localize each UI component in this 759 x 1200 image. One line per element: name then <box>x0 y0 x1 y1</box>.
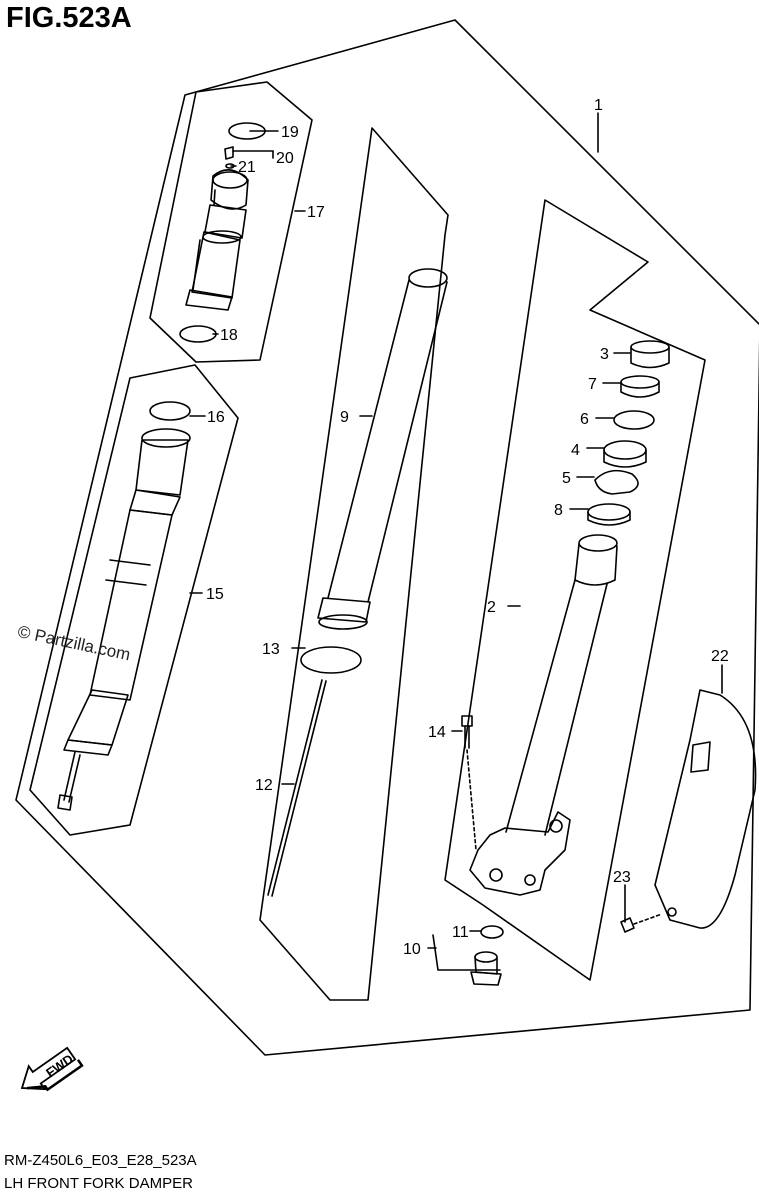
rod-12 <box>267 679 327 897</box>
screw-21 <box>224 146 234 160</box>
callout-9: 9 <box>340 409 349 426</box>
figure-subtitle: LH FRONT FORK DAMPER <box>4 1175 193 1192</box>
frame-10 <box>432 934 501 971</box>
bolt-10 <box>470 951 502 986</box>
callout-19: 19 <box>281 124 299 141</box>
frame-17 <box>149 81 313 363</box>
screw-23 <box>620 913 663 933</box>
callout-21: 21 <box>238 159 256 176</box>
assembly-outline <box>15 19 759 1056</box>
callout-3: 3 <box>600 346 609 363</box>
o-ring-18 <box>179 325 217 343</box>
cartridge-cap-17 <box>185 169 249 311</box>
fork-guard-22 <box>654 689 757 929</box>
callout-1: 1 <box>594 97 603 114</box>
callout-5: 5 <box>562 470 571 487</box>
callout-12: 12 <box>255 777 273 794</box>
callout-14: 14 <box>428 724 446 741</box>
callout-23: 23 <box>613 869 631 886</box>
callout-18: 18 <box>220 327 238 344</box>
stopper-ring-5 <box>594 469 639 495</box>
callout-11: 11 <box>452 924 469 941</box>
figure-title: FIG.523A <box>6 2 132 34</box>
bushing-7 <box>620 375 660 398</box>
frame-9 <box>259 127 449 1001</box>
dust-seal-8 <box>587 503 631 526</box>
oil-seal-4 <box>603 440 647 468</box>
callout-10: 10 <box>403 941 421 958</box>
bolt-14 <box>461 715 477 851</box>
callout-6: 6 <box>580 411 589 428</box>
frame-15 <box>29 364 239 836</box>
washer-6 <box>613 410 655 430</box>
callout-4: 4 <box>571 442 580 459</box>
model-code: RM-Z450L6_E03_E28_523A <box>4 1152 197 1169</box>
callout-2: 2 <box>487 599 496 616</box>
inner-tube-9 <box>317 268 448 630</box>
washer-11 <box>480 925 504 939</box>
fwd-direction-arrow <box>20 1046 84 1092</box>
callout-15: 15 <box>206 586 224 603</box>
callout-20: 20 <box>276 150 294 167</box>
callout-13: 13 <box>262 641 280 658</box>
callout-16: 16 <box>207 409 225 426</box>
outer-tube-2 <box>469 534 618 896</box>
callout-7: 7 <box>588 376 597 393</box>
o-ring-13 <box>300 646 362 674</box>
callout-17: 17 <box>307 204 325 221</box>
o-ring-16 <box>149 401 191 421</box>
callout-8: 8 <box>554 502 563 519</box>
damper-cartridge-15 <box>57 428 191 811</box>
frame-2 <box>444 199 706 981</box>
bushing-3 <box>630 340 670 369</box>
callout-22: 22 <box>711 648 729 665</box>
